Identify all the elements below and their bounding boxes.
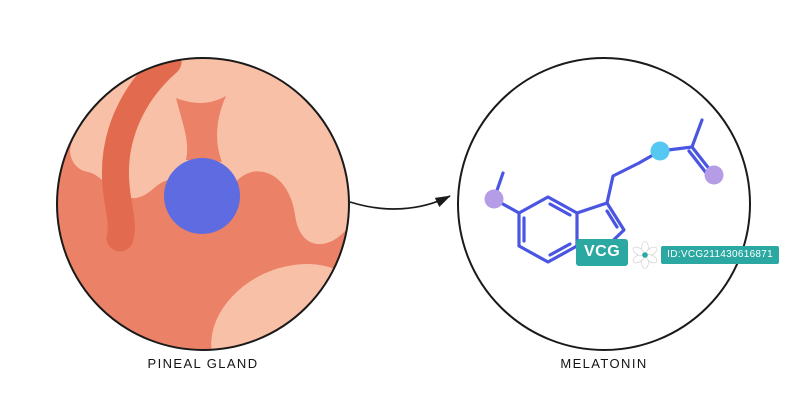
amide-nitrogen-node <box>650 141 670 161</box>
pineal-gland-label: PINEAL GLAND <box>147 356 259 371</box>
watermark-id-badge: ID:VCG211430616871 <box>661 246 780 264</box>
pineal-stalk <box>176 96 226 162</box>
pyrrole-double-bond <box>605 209 619 229</box>
melatonin-label: MELATONIN <box>560 356 648 371</box>
watermark: VCG ID:VCG211430616871 <box>576 239 780 270</box>
methoxy-oxygen-node <box>484 189 504 209</box>
watermark-brand-badge: VCG <box>576 239 629 266</box>
melatonin-structure <box>484 118 724 264</box>
left-circle-outline <box>56 57 350 351</box>
carbonyl-oxygen-node <box>704 165 724 185</box>
watermark-flower-icon <box>632 241 658 269</box>
connector-arrow <box>349 195 451 210</box>
pineal-gland-body <box>164 158 240 234</box>
side-chain-bonds <box>605 118 704 205</box>
brain-tissue-fold <box>101 58 182 252</box>
benzene-double-bonds <box>522 202 572 257</box>
pineal-gland-illustration <box>56 57 350 351</box>
